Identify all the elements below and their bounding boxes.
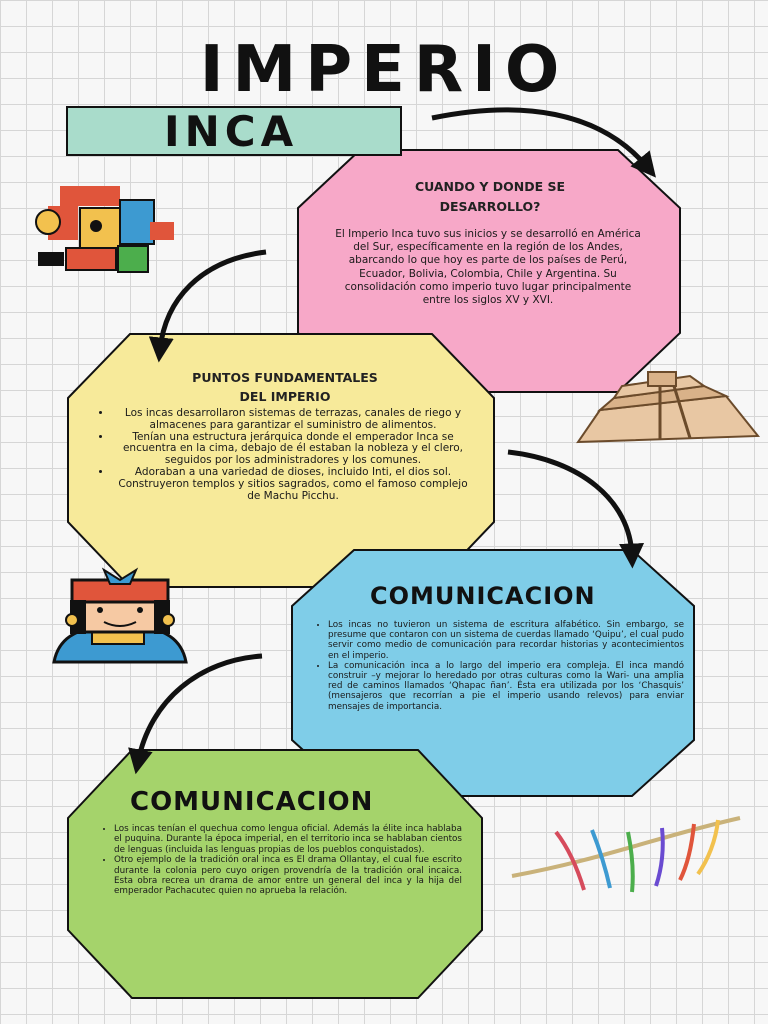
arrow-4	[128, 653, 263, 775]
section3-bullet-2: La comunicación inca a lo largo del impe…	[328, 661, 684, 712]
section2-bullet-3: Adoraban a una variedad de dioses, inclu…	[112, 466, 474, 502]
page-title: IMPERIO	[199, 33, 569, 107]
pyramid-illustration	[576, 371, 761, 444]
subtitle-banner	[66, 106, 402, 156]
hexagon-yellow	[67, 333, 495, 588]
arrow-1	[431, 107, 656, 178]
hexagon-green	[67, 749, 483, 999]
inca-person-illustration	[52, 567, 188, 664]
section3-bullet-1: Los incas no tuvieron un sistema de escr…	[328, 620, 684, 661]
arrow-3	[507, 449, 645, 569]
section4-bullet-1: Los incas tenían el quechua como lengua …	[114, 824, 462, 855]
section2-title-line1: PUNTOS FUNDAMENTALES	[192, 370, 378, 385]
section1-title: CUANDO Y DONDE SE DESARROLLO?	[360, 177, 620, 217]
section1-title-line1: CUANDO Y DONDE SE	[414, 179, 566, 194]
section4-bullet-2: Otro ejemplo de la tradición oral inca e…	[114, 855, 462, 897]
section1-body: El Imperio Inca tuvo sus inicios y se de…	[335, 228, 641, 307]
section3-body: Los incas no tuvieron un sistema de escr…	[310, 620, 684, 712]
section2-body: Los incas desarrollaron sistemas de terr…	[94, 407, 474, 502]
section2-bullet-2: Tenían una estructura jerárquica donde e…	[112, 431, 474, 467]
quipu-illustration	[511, 816, 741, 893]
section4-body: Los incas tenían el quechua como lengua …	[96, 824, 462, 897]
section2-title: PUNTOS FUNDAMENTALES DEL IMPERIO	[150, 368, 420, 406]
section4-title: COMUNICACION	[130, 787, 374, 817]
page-subtitle: INCA	[164, 107, 299, 156]
arrow-2	[148, 249, 267, 363]
section2-title-line2: DEL IMPERIO	[239, 389, 331, 404]
section3-title: COMUNICACION	[370, 582, 596, 610]
section1-title-line2: DESARROLLO?	[439, 199, 541, 214]
deity-illustration	[35, 186, 174, 273]
section2-bullet-1: Los incas desarrollaron sistemas de terr…	[112, 407, 474, 432]
